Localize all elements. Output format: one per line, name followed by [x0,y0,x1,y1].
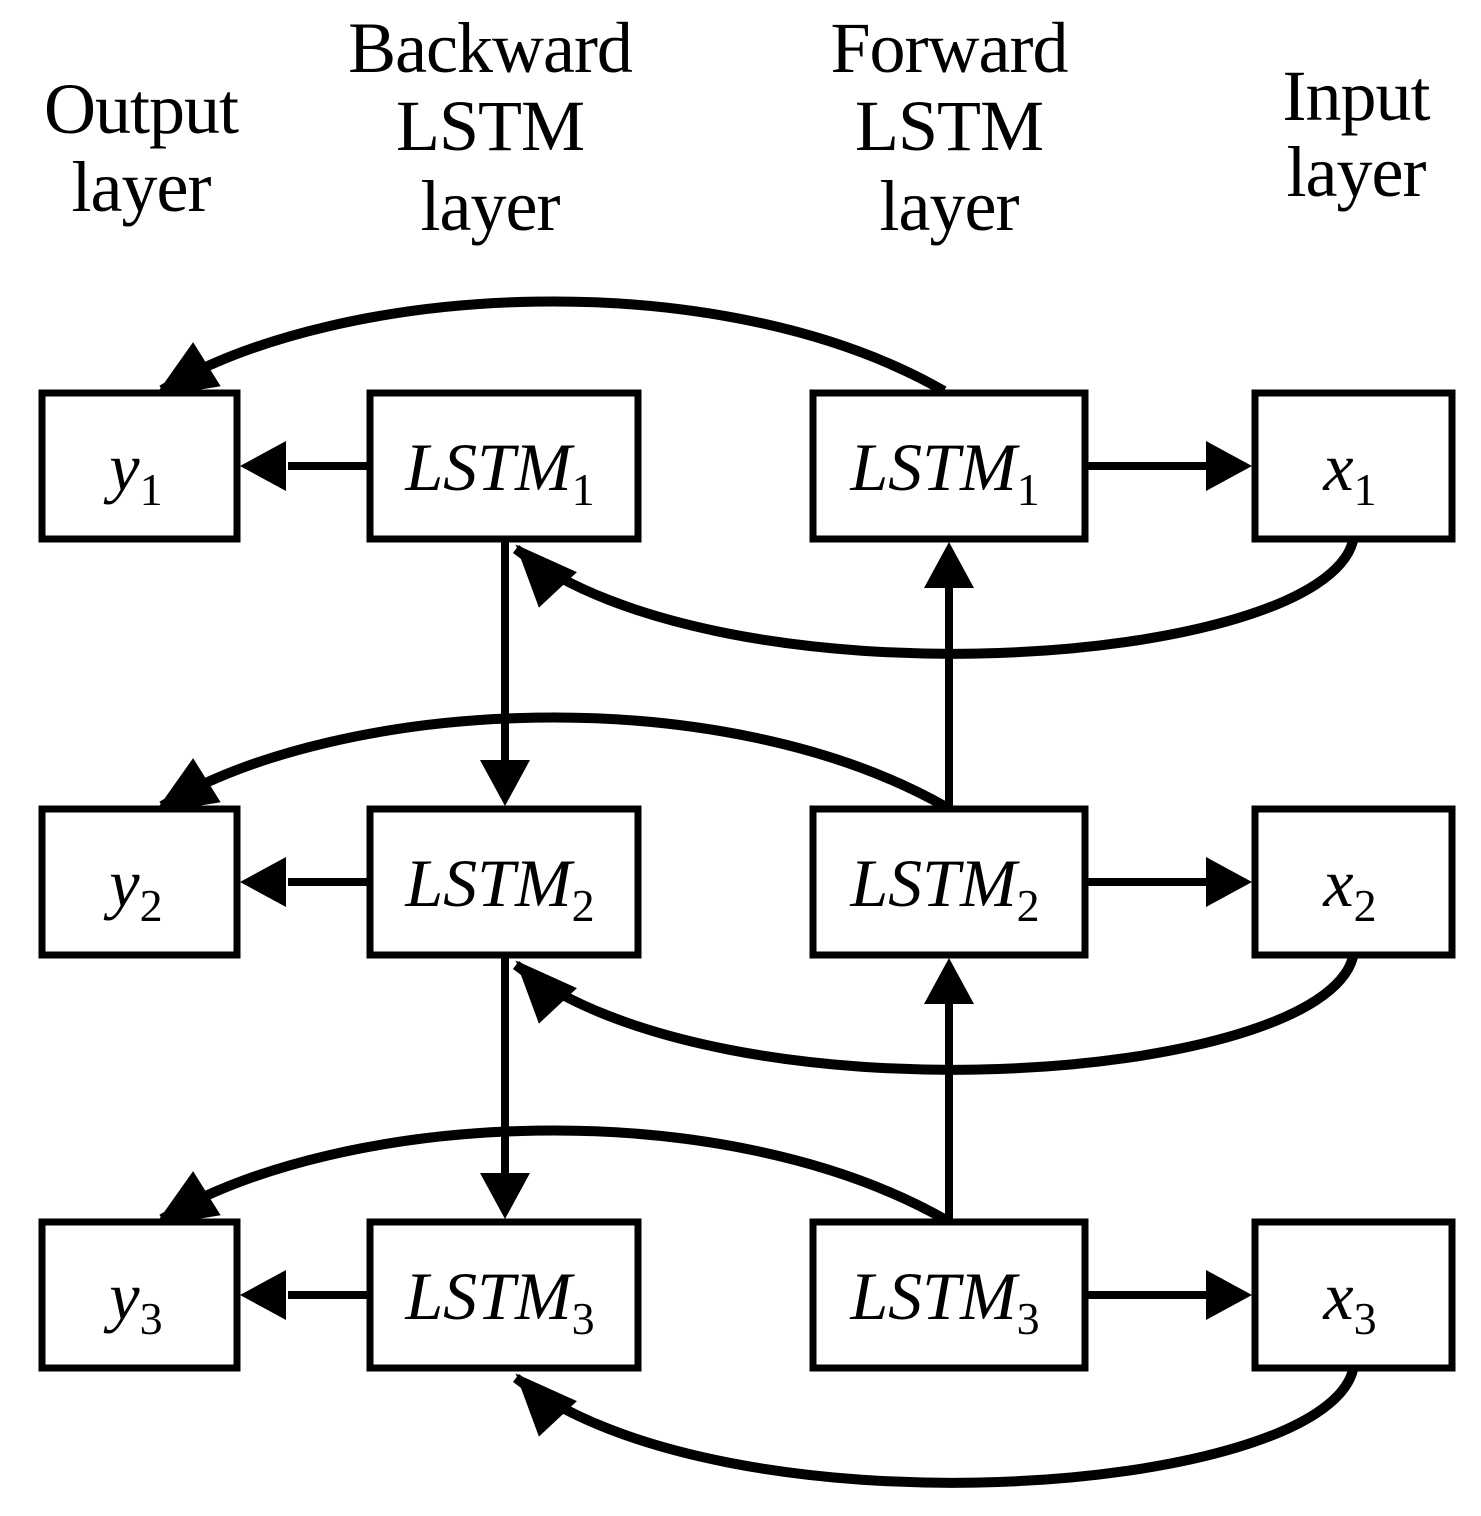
arrow-forward-lstm3-to-y3 [154,1125,949,1227]
header-backward-line3: layer [421,166,561,246]
arrow-forward-lstm2-to-x2 [1083,857,1252,907]
node-forward-lstm2-label: LSTM2 [849,845,1039,931]
arrow-forward-lstm2-to-y2 [154,712,949,814]
arrow-forward-lstm3-to-forward-lstm2 [924,958,974,1220]
arrow-backward-lstm2-to-y2 [240,857,372,907]
node-y2-label: y2 [103,845,162,931]
header-backward-lstm-layer: Backward LSTM layer [348,8,634,246]
arrowhead-into-y2-top [154,758,221,814]
node-x2: x2 [1251,805,1456,959]
arrowhead-into-y3-top [154,1171,221,1227]
node-backward-lstm1-label: LSTM1 [404,429,594,515]
node-x1-label: x1 [1322,429,1376,515]
header-input-layer: Input layer [1283,56,1432,212]
node-x2-label: x2 [1322,845,1376,931]
arrowhead-down-backward-lstm3 [480,1173,530,1219]
arrowhead-left-y1 [240,441,286,491]
node-forward-lstm1-label: LSTM1 [849,429,1039,515]
arrowhead-up-forward-lstm1 [924,542,974,588]
node-forward-lstm1: LSTM1 [809,389,1089,543]
header-input-line1: Input [1283,56,1431,136]
node-backward-lstm1: LSTM1 [366,389,642,543]
arrowhead-left-y2 [240,857,286,907]
arrowhead-into-backward-lstm2-bottom [515,960,577,1024]
node-x1: x1 [1251,389,1456,543]
arrowhead-right-x1 [1206,441,1252,491]
arrow-x2-to-backward-lstm2 [512,955,1358,1075]
header-backward-line1: Backward [348,8,633,88]
node-y3-label: y3 [103,1258,162,1344]
node-forward-lstm3: LSTM3 [809,1218,1089,1372]
arrowhead-right-x2 [1206,857,1252,907]
node-y1: y1 [38,389,241,543]
arrowhead-left-y3 [240,1270,286,1320]
header-output-line1: Output [44,69,239,149]
node-backward-lstm3-label: LSTM3 [404,1258,594,1344]
node-backward-lstm2-label: LSTM2 [404,845,594,931]
arrowhead-up-forward-lstm2 [924,958,974,1004]
arrowhead-right-x3 [1206,1270,1252,1320]
arrow-backward-lstm2-to-backward-lstm3 [480,955,530,1219]
header-output-layer: Output layer [44,69,240,227]
arrowhead-into-backward-lstm1-bottom [515,544,577,608]
arrow-forward-lstm1-to-y1 [154,296,947,398]
arrowhead-into-backward-lstm3-bottom [515,1373,577,1437]
header-output-line2: layer [72,147,212,227]
arrow-backward-lstm1-to-y1 [240,441,372,491]
arrow-forward-lstm1-to-x1 [1083,441,1252,491]
arrow-forward-lstm2-to-forward-lstm1 [924,542,974,807]
node-y3: y3 [38,1218,241,1372]
header-forward-line1: Forward [831,8,1069,88]
node-forward-lstm3-label: LSTM3 [849,1258,1039,1344]
arrow-x3-to-backward-lstm3 [512,1368,1358,1488]
node-x3-label: x3 [1322,1258,1376,1344]
arrowhead-into-y1-top [154,342,221,398]
arrowhead-down-backward-lstm2 [480,760,530,806]
header-backward-line2: LSTM [396,86,584,166]
node-forward-lstm2: LSTM2 [809,805,1089,959]
header-forward-line3: layer [880,166,1020,246]
header-forward-lstm-layer: Forward LSTM layer [831,8,1070,246]
arrow-x1-to-backward-lstm1 [512,539,1358,659]
header-forward-line2: LSTM [855,86,1043,166]
arrow-forward-lstm3-to-x3 [1083,1270,1252,1320]
node-y1-label: y1 [103,429,162,515]
node-backward-lstm2: LSTM2 [366,805,642,959]
arrow-backward-lstm3-to-y3 [240,1270,372,1320]
node-backward-lstm3: LSTM3 [366,1218,642,1372]
node-x3: x3 [1251,1218,1456,1372]
header-input-line2: layer [1287,132,1427,212]
node-y2: y2 [38,805,241,959]
arrow-backward-lstm1-to-backward-lstm2 [480,539,530,806]
